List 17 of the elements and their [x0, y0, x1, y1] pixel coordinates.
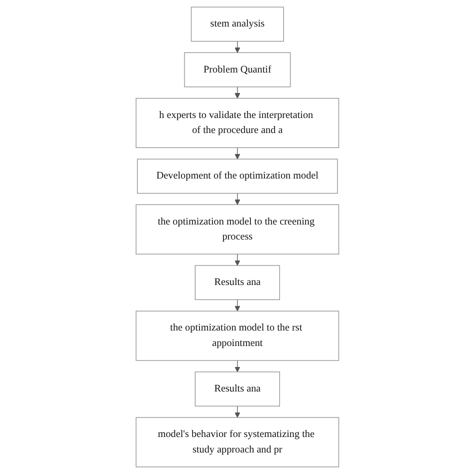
node-box: Problem Quantif	[184, 52, 290, 88]
node-box: the optimization model to the rst appointment	[135, 310, 339, 361]
node-box: stem analysis	[190, 6, 284, 42]
arrow	[234, 360, 240, 372]
node-box: the optimization model to the creening process	[135, 204, 339, 254]
arrow	[234, 192, 240, 205]
arrow	[234, 86, 240, 99]
node-box: model's behavior for systematizing the study approach and pr	[135, 417, 339, 468]
arrow	[234, 40, 240, 53]
arrow	[234, 299, 240, 312]
arrow	[234, 147, 240, 160]
node-box: Results ana	[194, 265, 280, 300]
node-box: Results ana	[194, 372, 280, 406]
node-box: Development of the optimization model	[136, 158, 338, 194]
arrow	[234, 254, 240, 266]
node-box: h experts to validate the interpretation of the procedure and a	[135, 98, 339, 148]
arrow	[234, 406, 240, 418]
